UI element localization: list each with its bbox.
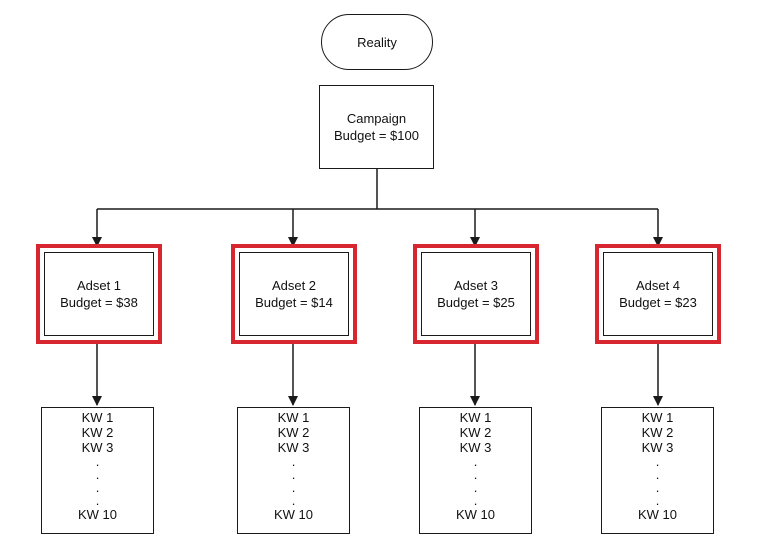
ellipsis-dot: . xyxy=(95,493,100,508)
ellipsis-dot: . xyxy=(95,467,100,482)
ellipsis-dot: . xyxy=(291,467,296,482)
keyword-item: KW 3 xyxy=(641,440,674,455)
keyword-list-2: KW 1 KW 2 KW 3 . . . . KW 10 xyxy=(237,407,350,534)
keyword-item-last: KW 10 xyxy=(455,507,495,522)
keyword-item: KW 3 xyxy=(459,440,492,455)
ellipsis-dot: . xyxy=(95,480,100,495)
adset-2-highlight: Adset 2 Budget = $14 xyxy=(231,244,357,344)
keyword-item: KW 3 xyxy=(277,440,310,455)
keyword-item: KW 3 xyxy=(81,440,114,455)
adset-budget: Budget = $23 xyxy=(619,295,697,310)
campaign-title: Campaign xyxy=(346,111,407,126)
ellipsis-dot: . xyxy=(655,454,660,469)
keyword-item: KW 2 xyxy=(641,425,674,440)
keyword-item: KW 1 xyxy=(641,410,674,425)
keyword-list-4: KW 1 KW 2 KW 3 . . . . KW 10 xyxy=(601,407,714,534)
keyword-item-last: KW 10 xyxy=(273,507,313,522)
keyword-item-last: KW 10 xyxy=(637,507,677,522)
ellipsis-dot: . xyxy=(655,467,660,482)
adset-title: Adset 3 xyxy=(453,278,499,293)
ellipsis-dot: . xyxy=(291,493,296,508)
ellipsis-dot: . xyxy=(655,493,660,508)
reality-label: Reality xyxy=(357,34,397,50)
reality-node: Reality xyxy=(321,14,433,70)
adset-title: Adset 1 xyxy=(76,278,122,293)
adset-1-node: Adset 1 Budget = $38 xyxy=(44,252,154,336)
adset-budget: Budget = $14 xyxy=(255,295,333,310)
ellipsis-dot: . xyxy=(291,480,296,495)
keyword-item: KW 2 xyxy=(277,425,310,440)
adset-4-node: Adset 4 Budget = $23 xyxy=(603,252,713,336)
ellipsis-dot: . xyxy=(473,480,478,495)
campaign-budget: Budget = $100 xyxy=(334,128,419,143)
ellipsis-dot: . xyxy=(291,454,296,469)
ellipsis-dot: . xyxy=(473,454,478,469)
campaign-node: Campaign Budget = $100 xyxy=(319,85,434,169)
keyword-list-1: KW 1 KW 2 KW 3 . . . . KW 10 xyxy=(41,407,154,534)
keyword-item: KW 2 xyxy=(81,425,114,440)
adset-title: Adset 4 xyxy=(635,278,681,293)
keyword-item: KW 1 xyxy=(277,410,310,425)
ellipsis-dot: . xyxy=(95,454,100,469)
adset-title: Adset 2 xyxy=(271,278,317,293)
keyword-item: KW 1 xyxy=(459,410,492,425)
keyword-list-3: KW 1 KW 2 KW 3 . . . . KW 10 xyxy=(419,407,532,534)
adset-1-highlight: Adset 1 Budget = $38 xyxy=(36,244,162,344)
ellipsis-dot: . xyxy=(473,493,478,508)
adset-budget: Budget = $38 xyxy=(60,295,138,310)
adset-budget: Budget = $25 xyxy=(437,295,515,310)
keyword-item: KW 2 xyxy=(459,425,492,440)
adset-4-highlight: Adset 4 Budget = $23 xyxy=(595,244,721,344)
adset-3-highlight: Adset 3 Budget = $25 xyxy=(413,244,539,344)
keyword-item-last: KW 10 xyxy=(77,507,117,522)
adset-3-node: Adset 3 Budget = $25 xyxy=(421,252,531,336)
keyword-item: KW 1 xyxy=(81,410,114,425)
adset-2-node: Adset 2 Budget = $14 xyxy=(239,252,349,336)
ellipsis-dot: . xyxy=(473,467,478,482)
ellipsis-dot: . xyxy=(655,480,660,495)
